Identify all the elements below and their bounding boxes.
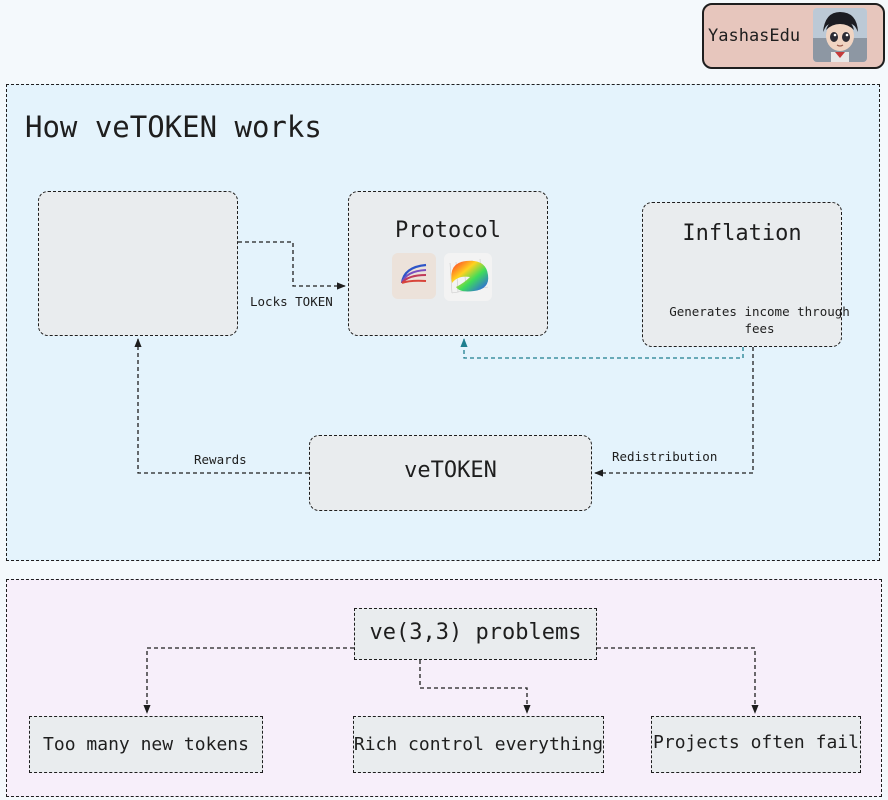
problem-box-1: [29, 716, 263, 773]
user-box: [38, 191, 238, 336]
vetoken-label: veTOKEN: [404, 458, 497, 483]
rewards-label: Rewards: [194, 452, 247, 467]
protocol-label: Protocol: [395, 218, 501, 243]
inflation-box: [642, 202, 842, 347]
problem-label-1: Too many new tokens: [43, 734, 249, 755]
locks-token-label: Locks TOKEN: [250, 294, 333, 309]
rewards-arrow: [134, 338, 309, 474]
problem-label-3: Projects often fail: [653, 732, 859, 753]
problems-heading-box: [354, 608, 597, 660]
problems-heading: ve(3,3) problems: [369, 620, 582, 645]
problem-arrow-3: [597, 647, 759, 714]
problem-label-2: Rich control everything: [353, 734, 604, 755]
redistribution-label: Redistribution: [612, 449, 718, 464]
problem-box-3: [651, 716, 861, 773]
problem-arrow-2: [419, 660, 531, 714]
inflation-label: Inflation: [682, 221, 802, 246]
income-label: Generates income through fees: [669, 304, 850, 336]
locks-token-arrow: [238, 241, 346, 290]
author-name: YashasEdu: [708, 26, 801, 46]
problem-arrow-1: [143, 647, 354, 714]
problem-box-2: [353, 716, 604, 773]
vetoken-box: [309, 435, 592, 511]
income-arrow: [460, 338, 744, 359]
diagram-title: How veTOKEN works: [25, 110, 322, 144]
avatar: [813, 8, 867, 62]
protocol-logo-lines-icon: [392, 253, 436, 299]
protocol-logo-curve-icon: [444, 253, 492, 301]
redistribution-arrow: [594, 347, 754, 477]
